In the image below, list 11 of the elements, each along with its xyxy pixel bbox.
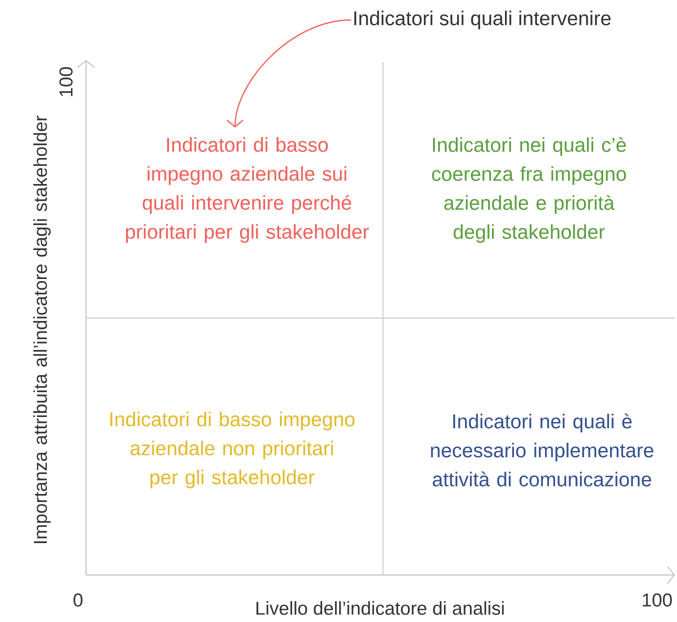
axis-tick-label: 100 bbox=[59, 67, 73, 96]
quadrant-text: Indicatori di basso impegno aziendale sui quali intervenire perché prioritari per gli stakeholder bbox=[126, 137, 369, 243]
axis-tick-label: 100 bbox=[642, 593, 672, 607]
quadrant-text: Indicatori nei quali c’è coerenza fra impegno aziendale e priorità degli stakeholder bbox=[432, 137, 626, 243]
axis-title: Livello dell’indicatore di analisi bbox=[256, 601, 504, 615]
callout-text: Indicatori sui quali intervenire bbox=[354, 10, 611, 30]
quadrant-text: Indicatori di basso impegno aziendale non prioritari per gli stakeholder bbox=[110, 412, 354, 488]
axis-tick-label: 0 bbox=[74, 593, 82, 607]
curved-arrow bbox=[226, 19, 351, 128]
axis-title: Importanza attribuita all’indicatore dagli stakeholder bbox=[33, 116, 51, 544]
quadrant-text: Indicatori nei quali è necessario implementare attività di comunicazione bbox=[431, 414, 654, 486]
